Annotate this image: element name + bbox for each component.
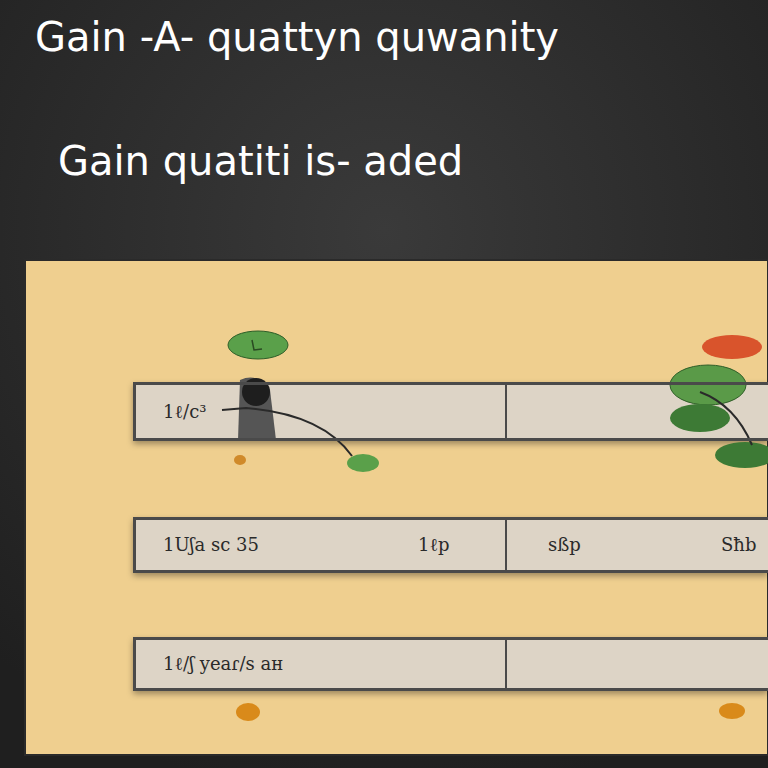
orange-dot (234, 455, 246, 465)
bar-divider (505, 520, 507, 570)
bar-fill (133, 637, 768, 691)
panel (25, 260, 768, 755)
orange-dot (236, 703, 260, 721)
bar-box: 1ℓ/c³ (133, 382, 768, 441)
bar-fills (133, 382, 768, 691)
green-blob (670, 404, 730, 432)
red-blob (702, 335, 762, 359)
subtitle: Gain quatiti is- aded (58, 138, 463, 184)
bar-text: 1ℓ/ʃ yeaɾ/s aн (163, 640, 283, 688)
bar-text: Sħb (721, 520, 756, 570)
green-blob (715, 442, 768, 468)
orange-dot (719, 703, 745, 719)
bar-divider (505, 640, 507, 688)
green-blob (670, 365, 746, 405)
blobs (222, 331, 768, 721)
blob-mark (252, 340, 262, 350)
bar-divider (505, 385, 507, 438)
bar-text: 1ℓ/c³ (163, 385, 206, 438)
leader-line (700, 392, 752, 445)
bar-box: 1Uʃa sc 35 1ℓp sßp Sħb (133, 517, 768, 573)
green-blob (228, 331, 288, 359)
bar-text: sßp (548, 520, 581, 570)
bar-fill (133, 517, 768, 573)
leader-line (222, 408, 352, 456)
bar-text: 1Uʃa sc 35 (163, 520, 259, 570)
bar-text: 1ℓp (418, 520, 450, 570)
green-blob (347, 454, 379, 472)
title: Gain -A- quattyn quwanity (35, 14, 559, 60)
bar-box: 1ℓ/ʃ yeaɾ/s aн (133, 637, 768, 691)
